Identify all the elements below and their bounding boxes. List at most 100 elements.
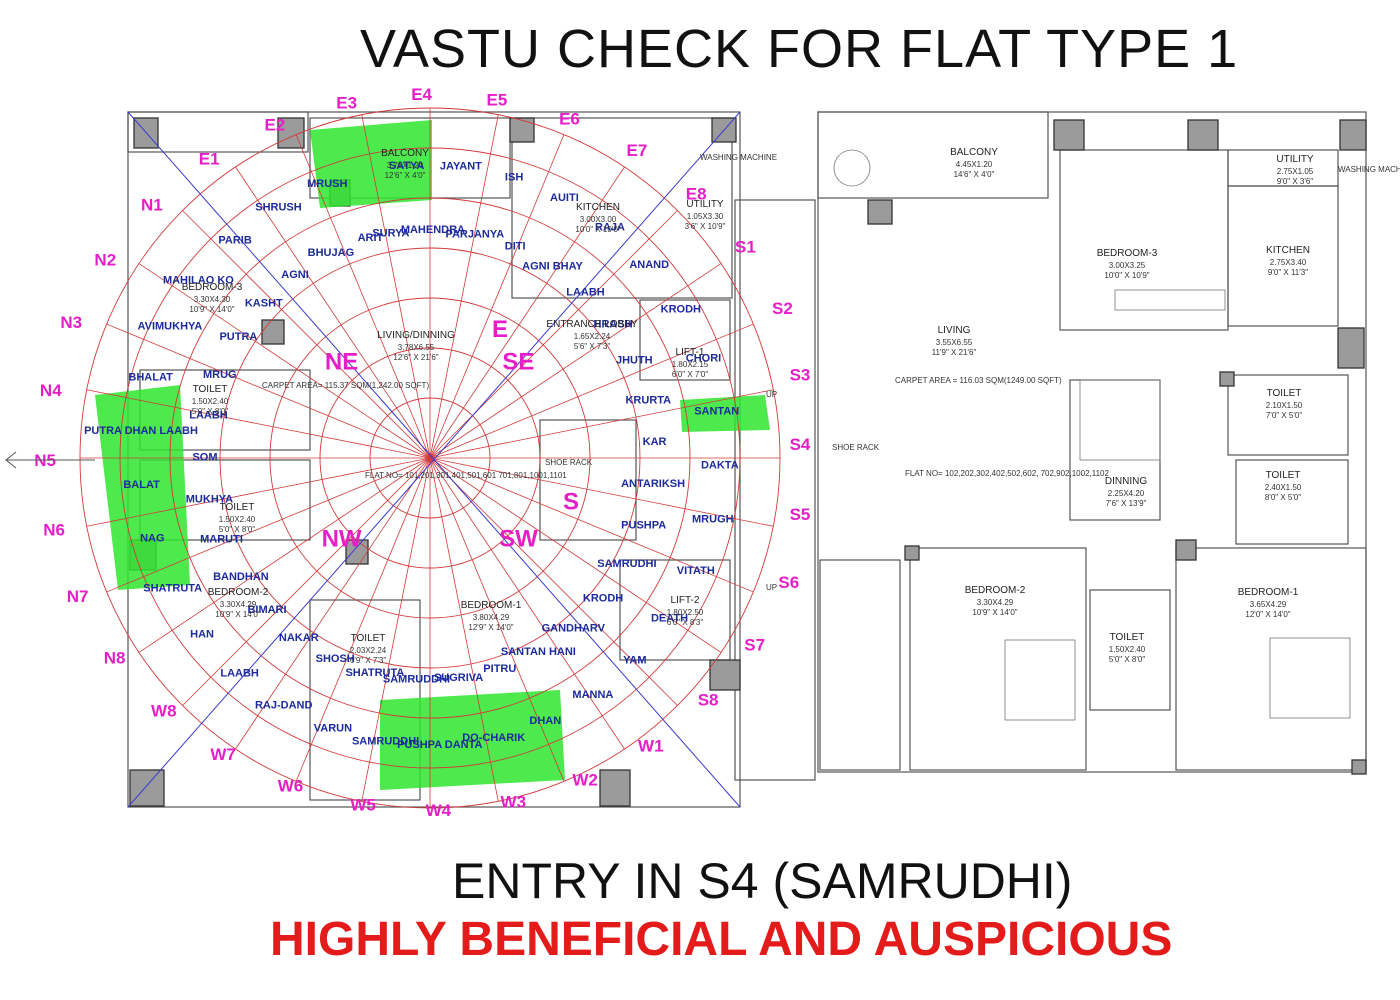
room-size: 2.75X3.40 bbox=[1270, 258, 1307, 267]
deity-label: MUKHYA bbox=[186, 493, 233, 505]
shoe-rack-label: SHOE RACK bbox=[545, 458, 593, 467]
zone-label-w2: W2 bbox=[572, 771, 598, 790]
zone-label-e1: E1 bbox=[199, 150, 220, 169]
zone-label-w8: W8 bbox=[151, 702, 177, 721]
room-name: TOILET bbox=[1110, 632, 1145, 643]
deity-label: SHOSH bbox=[316, 653, 355, 665]
room-imperial-size: 12'9" X 14'0" bbox=[468, 623, 513, 632]
room-name: TOILET bbox=[351, 633, 386, 644]
room-size: 2.25X4.20 bbox=[1108, 489, 1145, 498]
room-imperial-size: 5'0" X 8'0" bbox=[1109, 655, 1145, 664]
right-flat-outline bbox=[734, 111, 1367, 781]
grid-ray bbox=[429, 457, 625, 750]
zone-label-w4: W4 bbox=[426, 801, 452, 820]
room-name: BALCONY bbox=[381, 148, 429, 159]
deity-label: SHRUSH bbox=[255, 202, 302, 214]
room-size: 3.78X6.55 bbox=[398, 343, 435, 352]
room-imperial-size: 10'0" X 10'9" bbox=[1104, 271, 1149, 280]
room-imperial-size: 10'9" X 14'0" bbox=[189, 305, 234, 314]
room-imperial-size: 12'6" X 4'0" bbox=[385, 171, 426, 180]
room-size: 1.80X2.50 bbox=[667, 608, 704, 617]
zone-label-e4: E4 bbox=[411, 85, 432, 104]
zone-label-s1: S1 bbox=[735, 238, 756, 257]
zone-label-w5: W5 bbox=[350, 796, 376, 815]
room-size: 3.30X4.29 bbox=[977, 598, 1014, 607]
deity-label: MAHILAO KO bbox=[163, 274, 234, 286]
deity-label: SUGRIVA bbox=[434, 672, 483, 684]
room-name: TOILET bbox=[1267, 388, 1302, 399]
zone-label-e5: E5 bbox=[487, 90, 508, 109]
zone-label-w1: W1 bbox=[638, 736, 664, 755]
room-size: 2.10X1.50 bbox=[1266, 401, 1303, 410]
room-name: LIVING bbox=[938, 325, 971, 336]
deity-label: AUITI bbox=[550, 192, 579, 204]
deity-label: PUTRA bbox=[219, 331, 257, 343]
room-size: 3.65X4.29 bbox=[1250, 600, 1287, 609]
zone-label-s8: S8 bbox=[698, 691, 719, 710]
grid-ray bbox=[429, 134, 565, 459]
zone-label-s4: S4 bbox=[790, 435, 811, 454]
deity-label: KASHT bbox=[245, 297, 283, 309]
grid-ray bbox=[429, 389, 774, 459]
grid-ray bbox=[235, 457, 431, 750]
room-name: BEDROOM-2 bbox=[208, 587, 269, 598]
grid-ray bbox=[106, 457, 431, 593]
room-name: BEDROOM-1 bbox=[461, 600, 522, 611]
zone-label-n6: N6 bbox=[43, 521, 65, 540]
page-title: VASTU CHECK FOR FLAT TYPE 1 bbox=[360, 19, 1239, 79]
deity-label: SURYA bbox=[372, 227, 409, 239]
zone-label-n7: N7 bbox=[67, 587, 89, 606]
direction-nw: NW bbox=[322, 525, 362, 552]
room-name: ENTRANCE LOBBY bbox=[546, 319, 637, 330]
zone-label-e3: E3 bbox=[336, 93, 357, 112]
room-size: 2.75X1.05 bbox=[1277, 167, 1314, 176]
washing-machine-label: WASHING MACHINE bbox=[1338, 165, 1400, 174]
room-imperial-size: 12'0" X 14'0" bbox=[1245, 610, 1290, 619]
deity-label: SANTAN bbox=[694, 405, 739, 417]
grid-ray bbox=[361, 457, 431, 802]
deity-label: ANTARIKSH bbox=[621, 478, 685, 490]
deity-label: KRODH bbox=[583, 593, 623, 605]
deity-label: PUSHPA DANTA bbox=[397, 739, 482, 751]
direction-sw: SW bbox=[499, 525, 538, 552]
room-imperial-size: 14'6" X 4'0" bbox=[954, 170, 995, 179]
room-imperial-size: 8'0" X 5'0" bbox=[1265, 493, 1301, 502]
deity-label: HAN bbox=[190, 628, 214, 640]
flat-no-right: FLAT NO= 102,202,302,402,502,602, 702,90… bbox=[905, 469, 1109, 478]
deity-label: DAKTA bbox=[701, 460, 739, 472]
grid-ray bbox=[295, 457, 431, 782]
deity-label: NAKAR bbox=[279, 632, 319, 644]
room-imperial-size: 12'6" X 21'6" bbox=[393, 353, 438, 362]
deity-label: AVIMUKHYA bbox=[138, 321, 203, 333]
deity-label: SHATRUTA bbox=[143, 583, 202, 595]
room-imperial-size: 3'6" X 10'9" bbox=[685, 222, 726, 231]
deity-label: BHALAT bbox=[128, 371, 173, 383]
deity-label: DHAN bbox=[529, 715, 561, 727]
room-size: 1.05X3.30 bbox=[687, 212, 724, 221]
room-size: 1.50X2.40 bbox=[219, 515, 256, 524]
grid-ray bbox=[86, 389, 431, 459]
entry-arrow-icon bbox=[5, 451, 95, 469]
room-size: 3.55X6.55 bbox=[936, 338, 973, 347]
washing-machine-label: WASHING MACHINE bbox=[700, 153, 777, 162]
deity-label: SHATRUTA bbox=[345, 667, 404, 679]
grid-ray bbox=[235, 166, 431, 459]
deity-label: MAHENDRA bbox=[401, 224, 465, 236]
room-name: BALCONY bbox=[950, 147, 998, 158]
room-imperial-size: 6'0" X 7'0" bbox=[672, 370, 708, 379]
deity-label: MANNA bbox=[572, 689, 613, 701]
grid-ray bbox=[429, 263, 722, 459]
room-size: 3.30X4.30 bbox=[194, 295, 231, 304]
zone-label-s3: S3 bbox=[790, 366, 811, 385]
